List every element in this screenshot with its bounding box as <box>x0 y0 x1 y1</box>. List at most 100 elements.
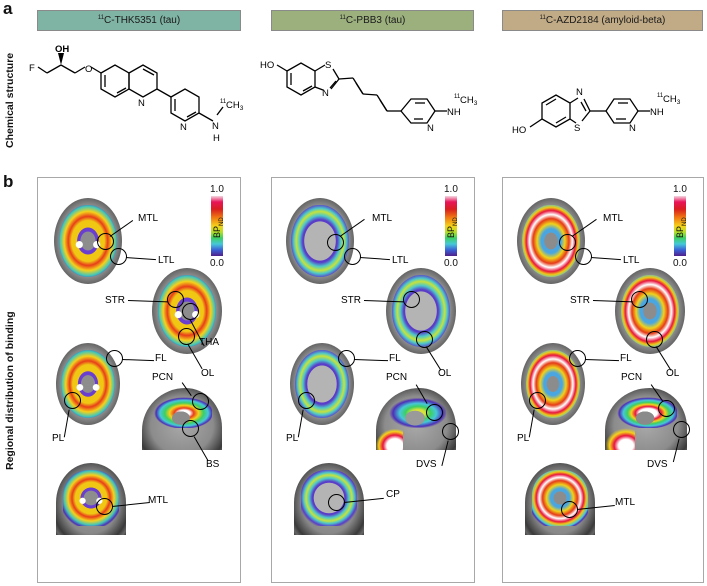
roi-label-ltl: LTL <box>158 255 175 266</box>
roi-label-fl: FL <box>620 353 632 364</box>
atom-methyl: CH3 <box>663 94 681 106</box>
roi-label-ltl: LTL <box>623 255 640 266</box>
roi-circle-ol <box>646 331 663 348</box>
atom-n-quinoline: N <box>138 98 145 109</box>
leader-line <box>592 300 633 303</box>
colorbar-label: BPND <box>446 217 459 238</box>
roi-label-pcn: PCN <box>152 372 174 383</box>
brain-axial-cortical <box>521 343 585 425</box>
row-label-regional-binding: Regional distribution of binding <box>4 311 16 470</box>
tracer-name: C-PBB3 (tau) <box>345 15 406 26</box>
roi-label-tha: THA <box>199 337 219 348</box>
atom-methyl: CH3 <box>460 95 478 107</box>
atom-ho: HO <box>260 60 274 71</box>
roi-label-pcn: PCN <box>621 372 643 383</box>
atom-ho: HO <box>512 125 526 136</box>
atom-n-pyridine: N <box>180 122 187 133</box>
roi-circle-cp <box>328 494 345 511</box>
roi-circle-mtl <box>559 234 576 251</box>
colorbar-max: 1.0 <box>673 184 687 195</box>
tracer-name: C-THK5351 (tau) <box>104 15 181 26</box>
roi-label-cp: CP <box>386 489 400 500</box>
roi-label-mtl: MTL <box>603 213 623 224</box>
roi-label-fl: FL <box>389 353 401 364</box>
leader-line <box>584 359 620 362</box>
roi-label-pl: PL <box>517 433 530 444</box>
atom-n-thiazole: N <box>322 88 329 99</box>
panel-letter-a: a <box>3 0 13 18</box>
atom-nh: NH <box>650 107 664 118</box>
roi-circle-mtl-coronal <box>561 501 578 518</box>
roi-circle-pl <box>64 392 81 409</box>
roi-label-mtl: MTL <box>372 213 392 224</box>
atom-f: F <box>29 63 35 74</box>
roi-circle-str <box>631 291 648 308</box>
colorbar-max: 1.0 <box>210 184 224 195</box>
leader-line <box>353 359 389 362</box>
tracer-name: C-AZD2184 (amyloid-beta) <box>545 15 666 26</box>
roi-circle-pcn <box>192 393 209 410</box>
roi-label-dvs: DVS <box>416 459 437 470</box>
roi-circle-pl <box>298 392 315 409</box>
roi-label-fl: FL <box>155 353 167 364</box>
roi-label-ol: OL <box>201 368 215 379</box>
atom-n-thiazole: N <box>576 87 583 98</box>
roi-circle-dvs <box>673 421 690 438</box>
roi-label-bs: BS <box>206 459 220 470</box>
colorbar-min: 0.0 <box>444 258 458 269</box>
atom-h-amine: H <box>213 133 220 144</box>
roi-label-ltl: LTL <box>392 255 409 266</box>
roi-label-dvs: DVS <box>647 459 668 470</box>
colorbar <box>445 196 457 256</box>
isotope-superscript: 11 <box>97 14 105 21</box>
chemical-structure-pbb3: HO S N N NH 11 CH3 <box>255 45 485 155</box>
roi-label-str: STR <box>570 295 590 306</box>
leader-line <box>528 409 535 438</box>
chemical-structure-thk5351: F OH O N N N H 11 CH3 <box>25 44 255 155</box>
roi-circle-mtl <box>97 233 114 250</box>
brain-coronal <box>56 463 126 535</box>
isotope-superscript: 11 <box>339 14 346 21</box>
roi-circle-fl <box>106 350 123 367</box>
roi-circle-str <box>167 291 184 308</box>
colorbar-label: BPND <box>212 217 225 238</box>
roi-circle-ol <box>178 328 195 345</box>
colorbar <box>211 196 223 256</box>
roi-label-pl: PL <box>286 433 299 444</box>
roi-label-mtl-coronal: MTL <box>615 497 635 508</box>
leader-line <box>359 257 390 261</box>
roi-circle-ltl <box>110 248 127 265</box>
methyl-isotope: 11 <box>657 93 664 99</box>
roi-circle-tha <box>182 303 199 320</box>
isotope-superscript: 11 <box>539 14 546 21</box>
chemical-structure-azd2184: HO N S N NH 11 CH3 <box>510 45 707 155</box>
roi-circle-dvs <box>442 423 459 440</box>
roi-circle-pcn <box>658 400 675 417</box>
roi-circle-ol <box>416 331 433 348</box>
panel-letter-b: b <box>3 172 14 191</box>
roi-label-mtl: MTL <box>138 213 158 224</box>
leader-line <box>590 257 621 261</box>
roi-circle-pl <box>529 392 546 409</box>
atom-methyl: CH3 <box>226 100 244 112</box>
leader-line <box>125 257 156 261</box>
roi-circle-mtl <box>327 234 344 251</box>
leader-line <box>121 359 155 362</box>
atom-n-pyridine: N <box>427 123 434 134</box>
roi-label-pl: PL <box>52 433 65 444</box>
methyl-isotope: 11 <box>220 99 227 105</box>
roi-label-mtl-coronal: MTL <box>148 495 168 506</box>
atom-s: S <box>574 123 580 134</box>
atom-nh: NH <box>447 107 461 118</box>
leader-line <box>297 409 304 438</box>
roi-circle-ltl <box>344 248 361 265</box>
brain-coronal <box>525 463 595 535</box>
methyl-isotope: 11 <box>454 94 461 100</box>
atom-s: S <box>325 60 331 71</box>
roi-circle-ltl <box>575 248 592 265</box>
roi-circle-fl <box>569 350 586 367</box>
atom-n-amine: N <box>212 121 219 132</box>
